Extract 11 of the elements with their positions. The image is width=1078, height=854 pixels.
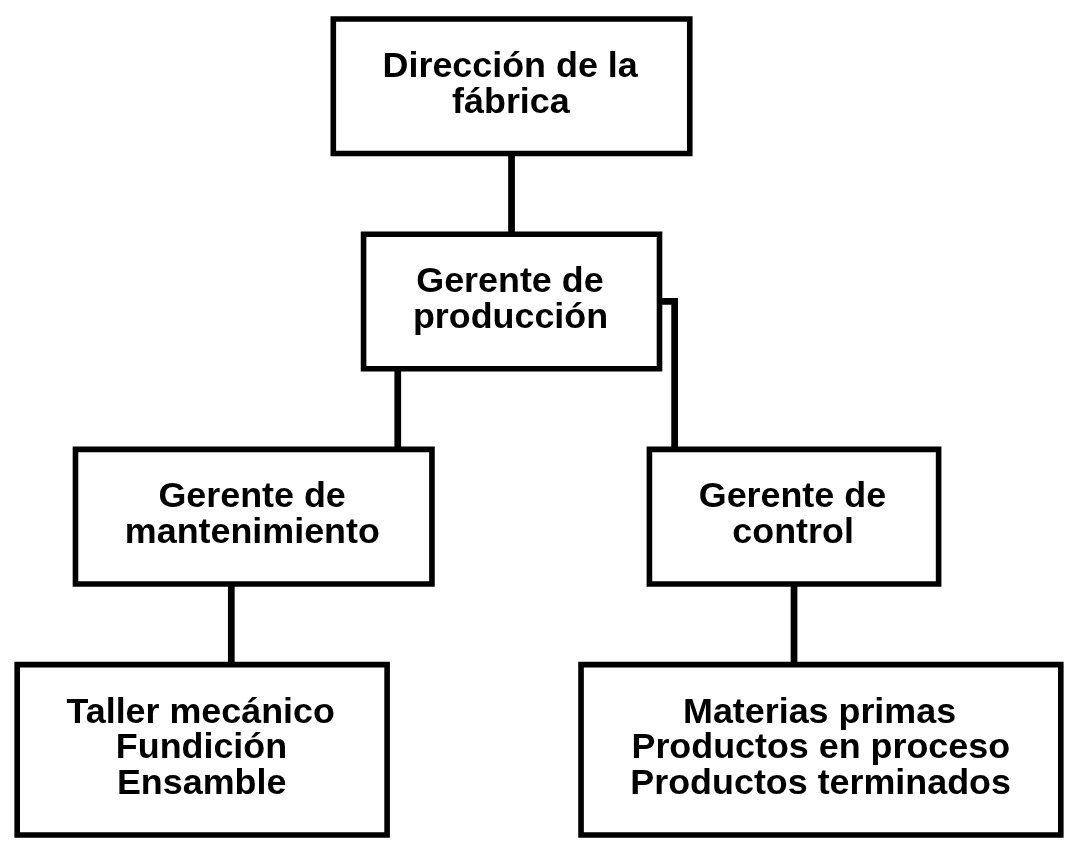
connector [659, 298, 678, 450]
node-box: Taller mecánico Fundición Ensamble [14, 661, 390, 838]
connector [790, 584, 798, 665]
connector [394, 368, 402, 450]
node-box: Gerente de control [646, 446, 942, 587]
connector [227, 584, 235, 665]
node-box: Materias primas Productos en proceso Productos terminados [578, 661, 1064, 838]
connector [508, 153, 515, 235]
node-box: Dirección de la fábrica [330, 16, 693, 157]
node-box: Gerente de producción [360, 231, 663, 372]
node-box: Gerente de mantenimiento [72, 446, 435, 587]
